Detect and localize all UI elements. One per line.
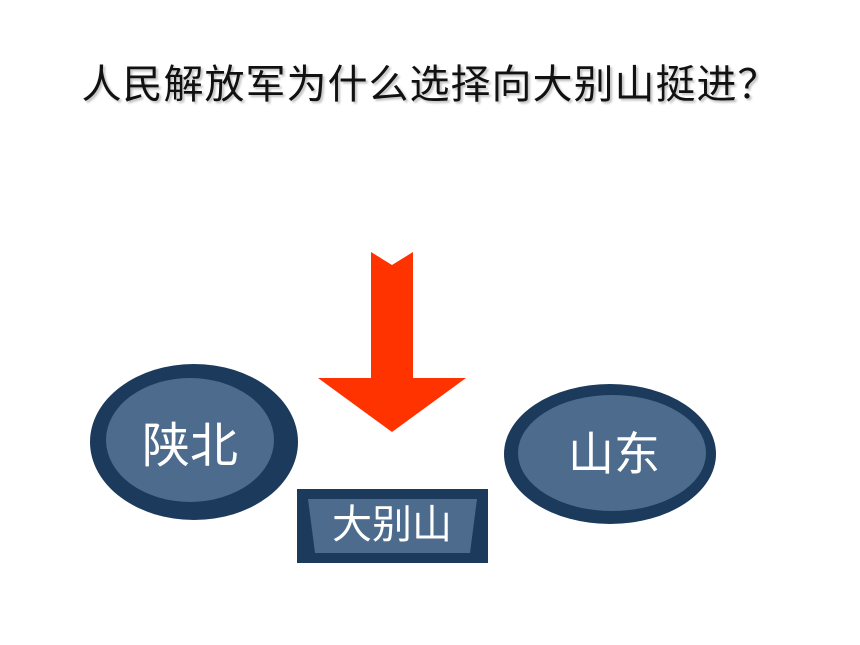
node-shandong-inner	[518, 395, 706, 511]
node-shaanbei-inner	[106, 378, 274, 502]
node-shandong-label: 山东	[568, 427, 660, 481]
page-title: 人民解放军为什么选择向大别山挺进？	[81, 62, 779, 108]
node-dabieshan-label: 大别山	[332, 502, 452, 548]
node-shaanbei-label: 陕北	[142, 418, 238, 474]
node-shaanbei: 陕北	[90, 364, 298, 520]
down-arrow-icon	[318, 252, 466, 432]
node-shandong: 山东	[504, 384, 716, 524]
node-dabieshan: 大别山	[297, 489, 488, 563]
node-dabieshan-face	[308, 499, 477, 553]
